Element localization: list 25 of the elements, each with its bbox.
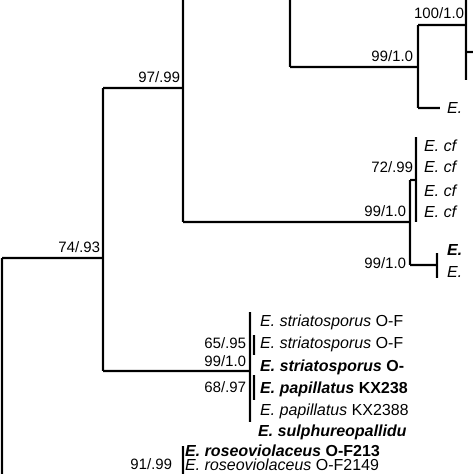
support-value: 72/.99 [371,159,413,177]
taxon-label: E. roseoviolaceus O-F2149 [185,457,379,474]
support-value: 100/1.0 [414,5,464,23]
support-value: 99/1.0 [204,353,246,371]
support-value: 97/.99 [138,69,180,87]
taxon-label: E. striatosporus O-F [260,335,404,353]
taxon-label: E. papillatus KX238 [260,380,408,398]
taxon-label: E. cf [424,183,456,201]
support-value: 68/.97 [204,379,246,397]
support-value: 65/.95 [204,335,246,353]
taxon-label: E. [447,242,462,260]
taxon-label: E. cf [424,138,456,156]
taxon-label: E. cf [424,204,456,222]
taxon-label: E. cf [424,159,456,177]
taxon-label: E. papillatus KX2388 [260,402,409,420]
taxon-label: E. [447,264,462,282]
taxon-label: E. [447,100,462,118]
taxon-label: E. striatosporus O- [260,358,404,376]
support-value: 74/.93 [58,239,100,257]
support-value: 99/1.0 [364,203,406,221]
taxon-label: E. sulphureopallidu [258,423,406,441]
support-value: 99/1.0 [364,255,406,273]
taxon-label: E. striatosporus O-F [260,313,404,331]
support-value: 91/.99 [130,456,172,474]
support-value: 99/1.0 [371,48,413,66]
